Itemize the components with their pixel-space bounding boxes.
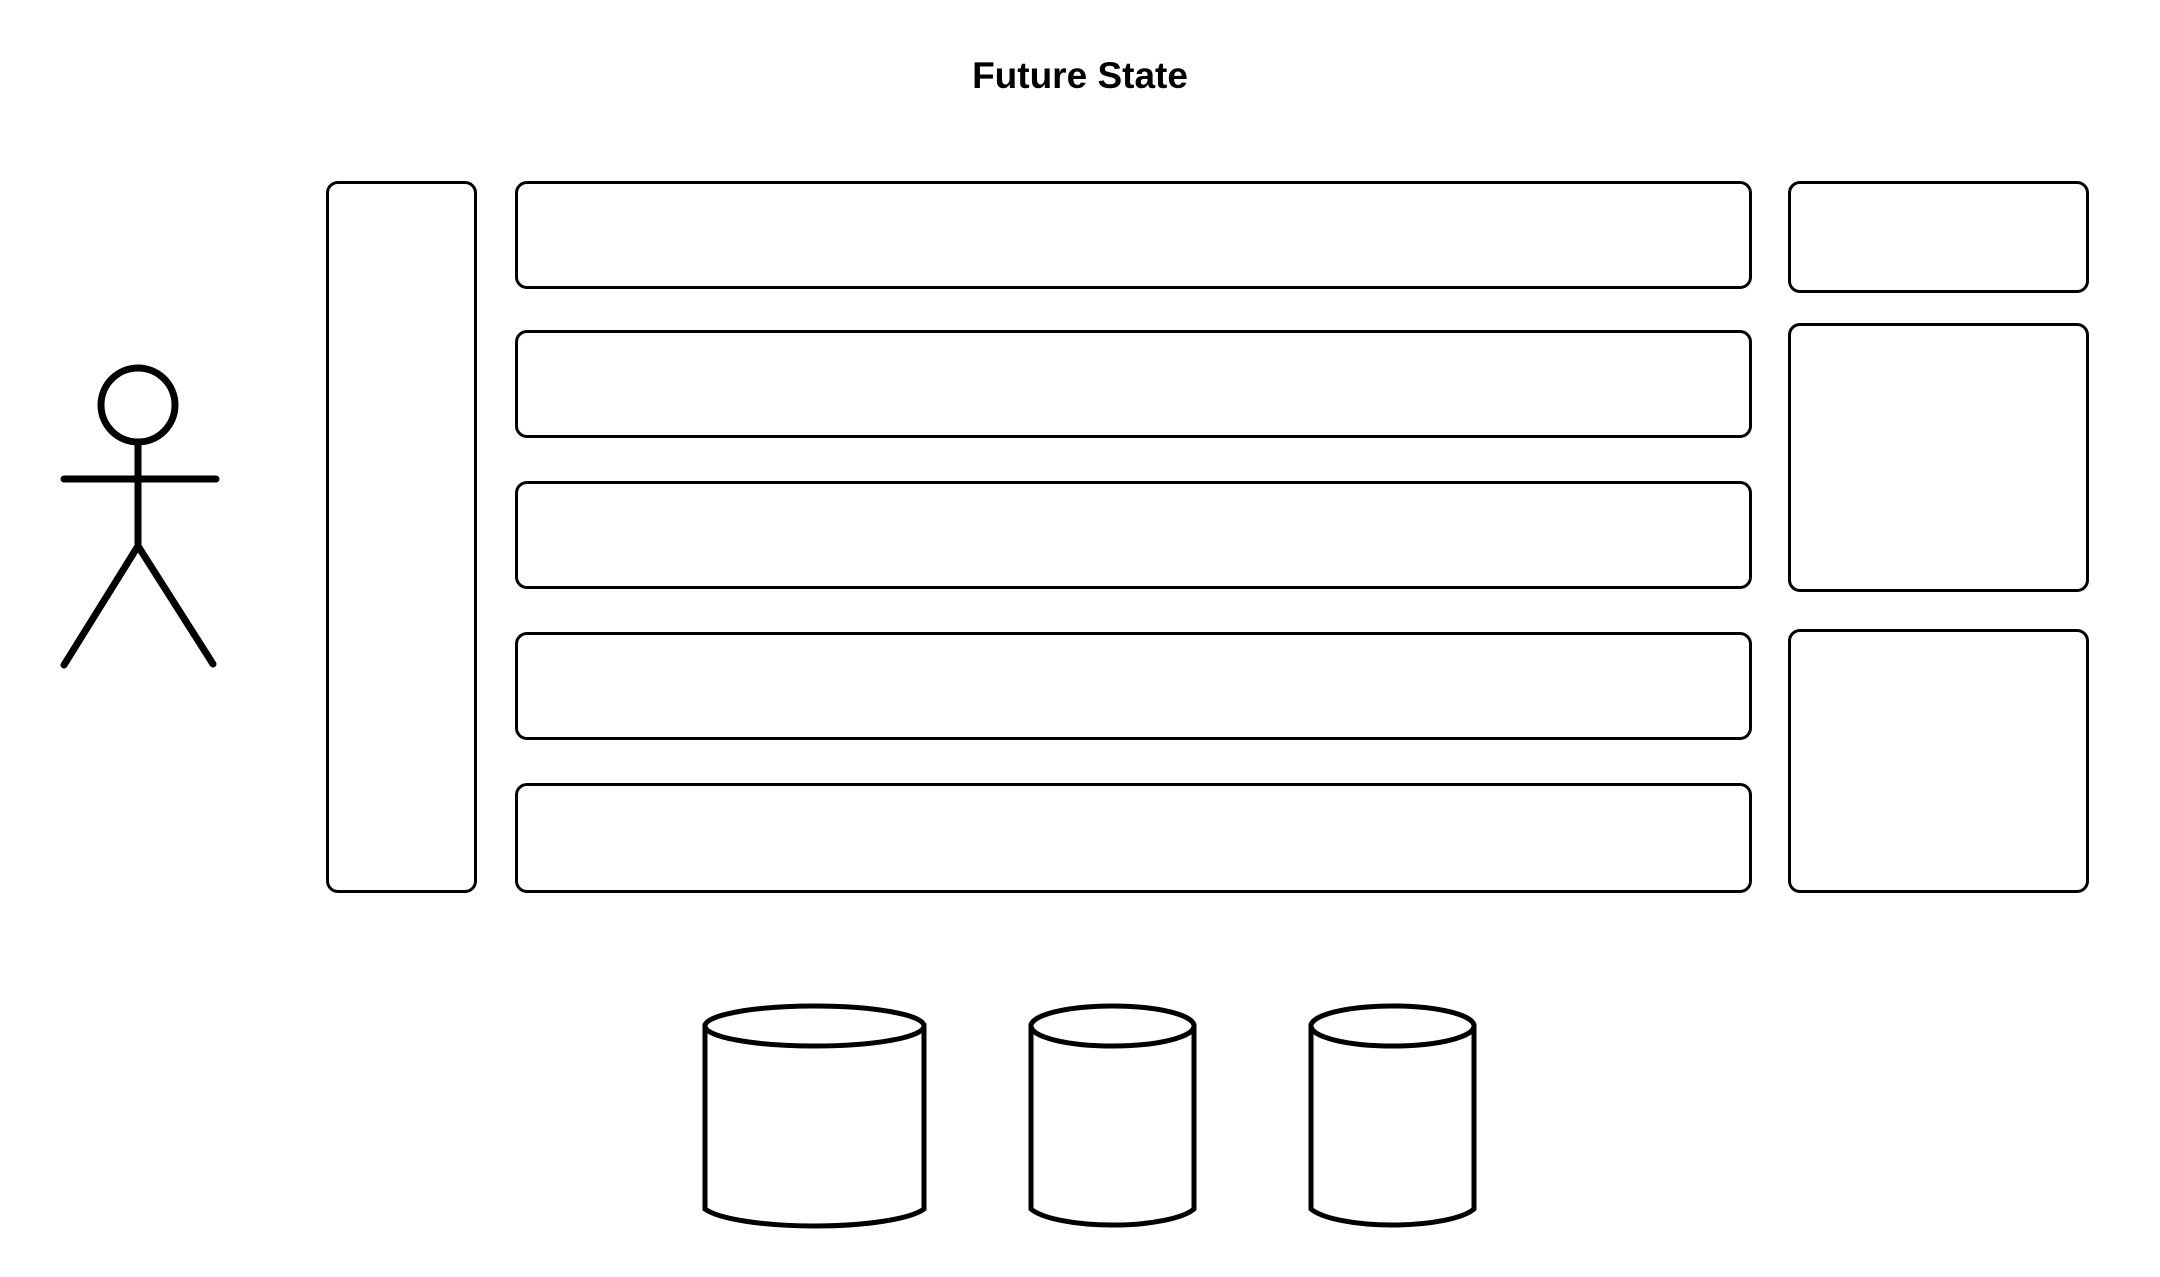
presentation-layer-box[interactable] <box>326 181 477 893</box>
row-2[interactable] <box>515 330 1752 438</box>
database-2-body <box>1028 1023 1197 1228</box>
database-2[interactable] <box>1027 1003 1198 1232</box>
right-box-3[interactable] <box>1788 629 2089 893</box>
actor-head <box>97 364 179 446</box>
database-3[interactable] <box>1307 1003 1478 1232</box>
right-box-2[interactable] <box>1788 323 2089 592</box>
database-1[interactable] <box>701 1003 928 1232</box>
cylinder-database-icon <box>702 1003 927 1229</box>
cylinder-database-icon <box>1028 1003 1197 1228</box>
actor-leg-left <box>60 542 142 669</box>
row-4[interactable] <box>515 632 1752 740</box>
right-box-1[interactable] <box>1788 181 2089 293</box>
database-1-top <box>702 1003 927 1049</box>
stick-figure-icon <box>60 364 220 669</box>
database-1-body <box>702 1023 927 1229</box>
row-5[interactable] <box>515 783 1752 893</box>
actor-leg-right <box>134 542 217 668</box>
cylinder-database-icon <box>1308 1003 1477 1228</box>
database-3-body <box>1308 1023 1477 1228</box>
database-2-top <box>1028 1003 1197 1049</box>
row-3[interactable] <box>515 481 1752 589</box>
row-1[interactable] <box>515 181 1752 289</box>
page-title: Future State <box>972 55 1188 96</box>
database-3-top <box>1308 1003 1477 1049</box>
